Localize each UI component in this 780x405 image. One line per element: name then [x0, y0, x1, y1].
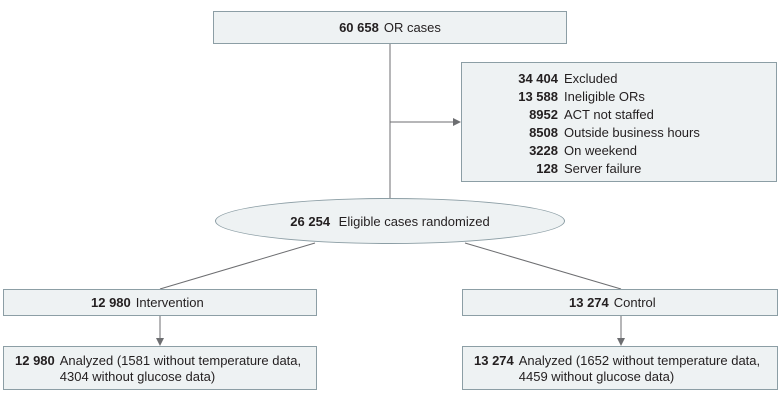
- excluded-count: 128: [536, 161, 558, 176]
- randomized-ellipse: 26 254 Eligible cases randomized: [215, 198, 565, 244]
- intervention-box: 12 980 Intervention: [3, 289, 317, 316]
- excluded-count: 13 588: [518, 89, 558, 104]
- control-analyzed-label: Analyzed (1652 without temperature data,…: [518, 353, 761, 384]
- randomized-count: 26 254: [290, 213, 331, 229]
- excluded-label: Server failure: [564, 161, 642, 176]
- control-analyzed-box: 13 274 Analyzed (1652 without temperatur…: [462, 346, 778, 390]
- excluded-row: 8508 Outside business hours: [462, 124, 776, 142]
- control-analyzed-count: 13 274: [474, 353, 514, 368]
- intervention-analyzed-label: Analyzed (1581 without temperature data,…: [59, 353, 302, 384]
- control-count: 13 274: [569, 295, 609, 310]
- excluded-label: Ineligible ORs: [564, 89, 645, 104]
- line-to-control: [464, 242, 622, 290]
- excluded-count: 3228: [529, 143, 558, 158]
- control-label: Control: [613, 295, 656, 310]
- intervention-label: Intervention: [135, 295, 204, 310]
- randomized-label: Eligible cases randomized: [338, 213, 490, 229]
- or-cases-box: 60 658 OR cases: [213, 11, 567, 44]
- randomized-content: 26 254 Eligible cases randomized: [290, 214, 489, 229]
- excluded-row: 3228 On weekend: [462, 142, 776, 160]
- intervention-analyzed-box: 12 980 Analyzed (1581 without temperatur…: [3, 346, 317, 390]
- excluded-row: 13 588 Ineligible ORs: [462, 88, 776, 106]
- control-box: 13 274 Control: [462, 289, 778, 316]
- line-to-intervention: [159, 242, 316, 290]
- excluded-count: 34 404: [518, 71, 558, 86]
- excluded-box: 34 404 Excluded 13 588 Ineligible ORs 89…: [461, 62, 777, 182]
- randomized-ellipse-shape: [215, 198, 565, 244]
- intervention-analyzed-count: 12 980: [15, 353, 55, 368]
- intervention-count: 12 980: [91, 295, 131, 310]
- or-cases-count: 60 658: [339, 20, 379, 35]
- excluded-row: 34 404 Excluded: [462, 70, 776, 88]
- excluded-row: 128 Server failure: [462, 160, 776, 178]
- excluded-label: Excluded: [564, 71, 618, 86]
- excluded-row: 8952 ACT not staffed: [462, 106, 776, 124]
- excluded-count: 8508: [529, 125, 558, 140]
- excluded-label: ACT not staffed: [564, 107, 654, 122]
- excluded-label: Outside business hours: [564, 125, 700, 140]
- excluded-label: On weekend: [564, 143, 637, 158]
- or-cases-label: OR cases: [383, 20, 441, 35]
- excluded-count: 8952: [529, 107, 558, 122]
